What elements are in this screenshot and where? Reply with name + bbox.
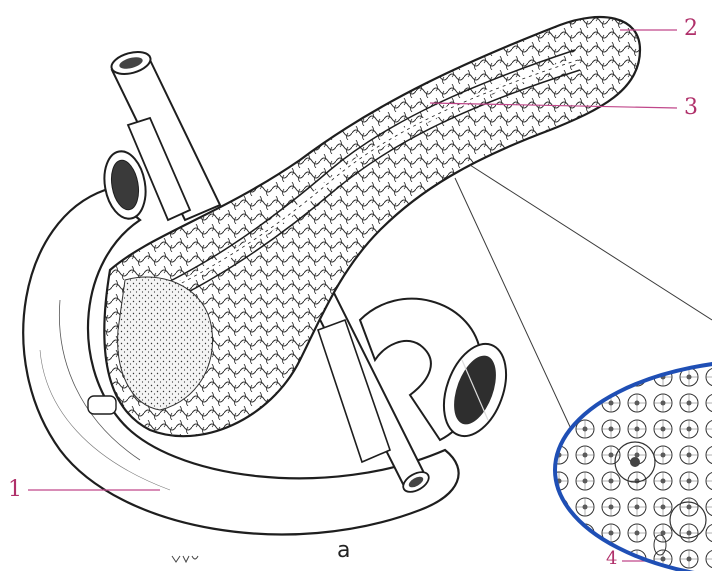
artist-signature bbox=[172, 556, 198, 562]
label-1: 1 bbox=[8, 479, 22, 501]
figure-caption: a bbox=[337, 540, 350, 562]
label-3: 3 bbox=[684, 97, 698, 119]
label-4: 4 bbox=[606, 550, 617, 568]
magnified-tissue-inset bbox=[555, 360, 712, 571]
label-2: 2 bbox=[684, 18, 698, 40]
